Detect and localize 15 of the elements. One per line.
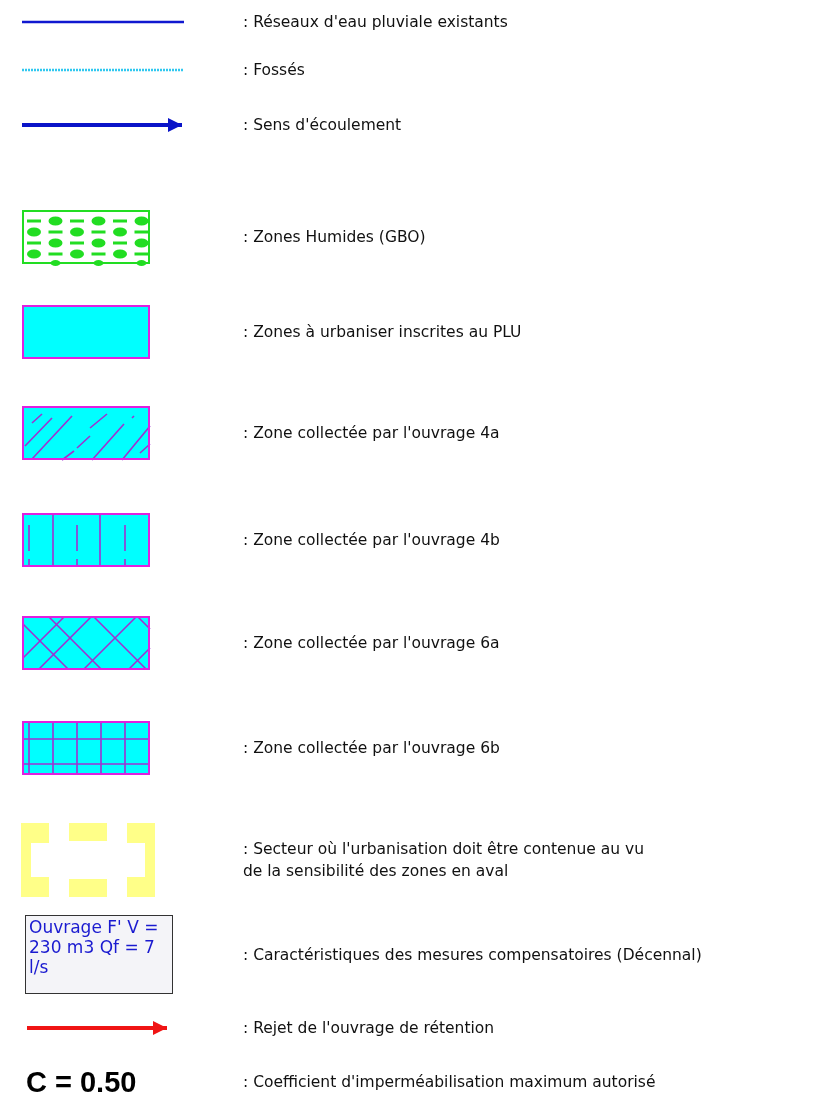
legend-text: : Zone collectée par l'ouvrage 6b [243, 738, 501, 759]
legend-text: : Rejet de l'ouvrage de rétention [243, 1018, 496, 1039]
legend-text: : Zones Humides (GBO) [243, 227, 427, 248]
legend-text: : Zones à urbaniser inscrites au PLU [243, 322, 523, 343]
coefficient-value: C = 0.50 [26, 1065, 137, 1099]
legend-text: : Coefficient d'imperméabilisation maximum autorisé [243, 1072, 657, 1093]
legend-text: : Zone collectée par l'ouvrage 4b [243, 530, 501, 551]
legend-text: : Fossés [243, 60, 306, 81]
legend-text: : Zone collectée par l'ouvrage 4a [243, 423, 501, 444]
measure-info-box: Ouvrage F' V = 230 m3 Qf = 7 l/s [25, 915, 173, 994]
legend-text: : Secteur où l'urbanisation doit être contenue au vu de la sensibilité des zones en aval [243, 839, 645, 882]
legend-text: : Caractéristiques des mesures compensatoires (Décennal) [243, 945, 703, 966]
legend-text: : Zone collectée par l'ouvrage 6a [243, 633, 501, 654]
legend-text: : Sens d'écoulement [243, 115, 403, 136]
legend-text: : Réseaux d'eau pluviale existants [243, 12, 509, 33]
